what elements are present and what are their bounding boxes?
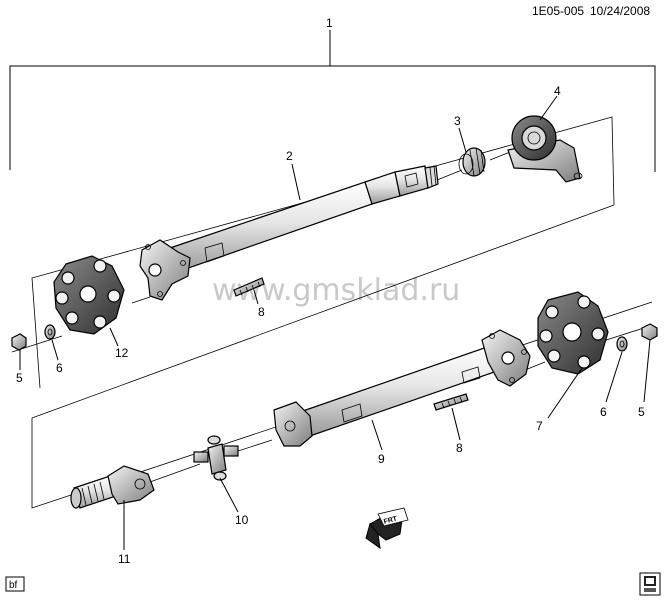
corner-tag-label: bf (9, 580, 18, 591)
callout-8-lower: 8 (456, 441, 463, 455)
callout-6-lower: 6 (600, 405, 607, 419)
lower-flex-coupling (537, 291, 609, 375)
lower-frame-edge (31, 204, 615, 419)
callout-4: 4 (554, 84, 561, 98)
callout-6-upper: 6 (56, 361, 63, 375)
watermark-text: www.gmsklad.ru (212, 273, 460, 308)
upper-washer (44, 324, 56, 340)
universal-joint (193, 435, 239, 481)
callout-2: 2 (286, 149, 293, 163)
callout-11: 11 (118, 552, 131, 566)
slip-yoke (70, 465, 155, 509)
lower-washer (616, 336, 628, 352)
callout-8-upper: 8 (258, 305, 265, 319)
front-direction-label: FRT (383, 515, 399, 525)
lower-bolt (433, 393, 469, 411)
gm-logo-icon (639, 572, 661, 596)
assembly-bracket (9, 30, 656, 172)
lower-nut (641, 323, 658, 341)
front-direction-arrow: FRT (365, 507, 409, 550)
upper-flex-coupling (53, 255, 125, 335)
center-support-bearing (507, 115, 583, 183)
lower-propeller-shaft (273, 329, 531, 447)
callout-1: 1 (326, 16, 333, 30)
callout-3: 3 (454, 114, 461, 128)
callout-5-lower: 5 (638, 405, 645, 419)
callout-10: 10 (235, 513, 249, 527)
corner-tag-box: bf (5, 576, 25, 592)
callout-7: 7 (536, 419, 543, 433)
callout-9: 9 (378, 452, 385, 466)
upper-bolt (233, 277, 265, 297)
dust-boot (458, 147, 486, 177)
leader-lines (19, 95, 651, 550)
callout-12: 12 (115, 346, 129, 360)
callout-labels: 1 2 3 4 5 6 12 8 7 6 5 8 9 10 11 (16, 16, 645, 566)
callout-5-upper: 5 (16, 371, 23, 385)
diagram-code: 1E05-005 (532, 4, 584, 18)
upper-nut (11, 333, 27, 351)
diagram-date: 10/24/2008 (590, 4, 650, 18)
upper-propeller-shaft (139, 165, 439, 301)
